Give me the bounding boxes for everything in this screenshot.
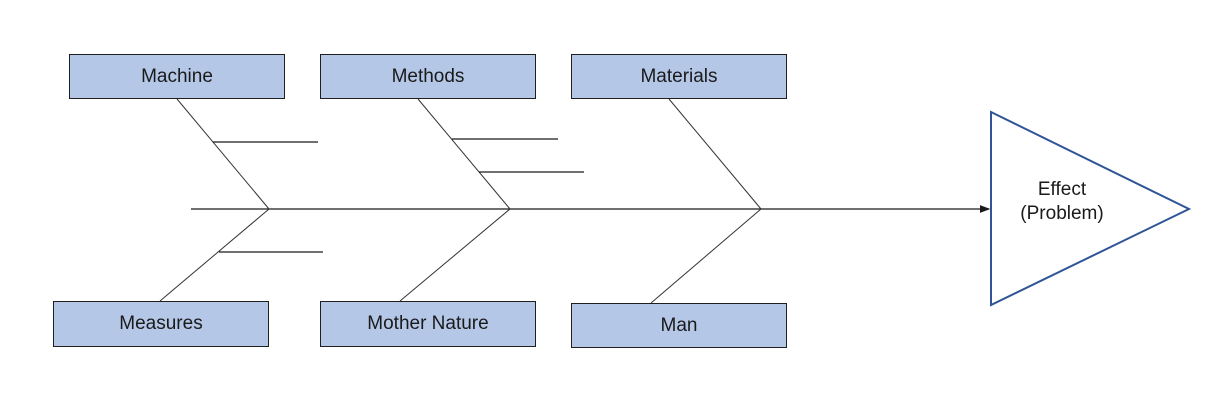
- bone-mother-nature: [399, 208, 511, 302]
- category-label: Machine: [141, 65, 213, 87]
- category-label: Mother Nature: [367, 313, 489, 334]
- bone-machine: [176, 98, 270, 210]
- effect-triangle: [990, 110, 1192, 307]
- bone-methods: [417, 98, 511, 210]
- bone-materials: [668, 98, 762, 210]
- category-box-methods: Methods: [320, 54, 536, 99]
- category-label: Man: [660, 314, 698, 336]
- category-box-man: Man: [571, 303, 787, 348]
- bone-measures: [159, 208, 270, 302]
- category-label: Materials: [640, 65, 718, 87]
- category-label: Measures: [119, 313, 203, 334]
- effect-title: Effect: [1037, 179, 1087, 200]
- category-box-materials: Materials: [571, 54, 787, 99]
- category-box-machine: Machine: [69, 54, 285, 99]
- effect-label: Effect (Problem): [1000, 178, 1124, 226]
- category-box-mother-nature: Mother Nature: [320, 301, 536, 347]
- bone-man: [650, 208, 762, 304]
- category-box-measures: Measures: [53, 301, 269, 347]
- effect-subtitle: (Problem): [1020, 203, 1104, 224]
- category-label: Methods: [391, 65, 465, 87]
